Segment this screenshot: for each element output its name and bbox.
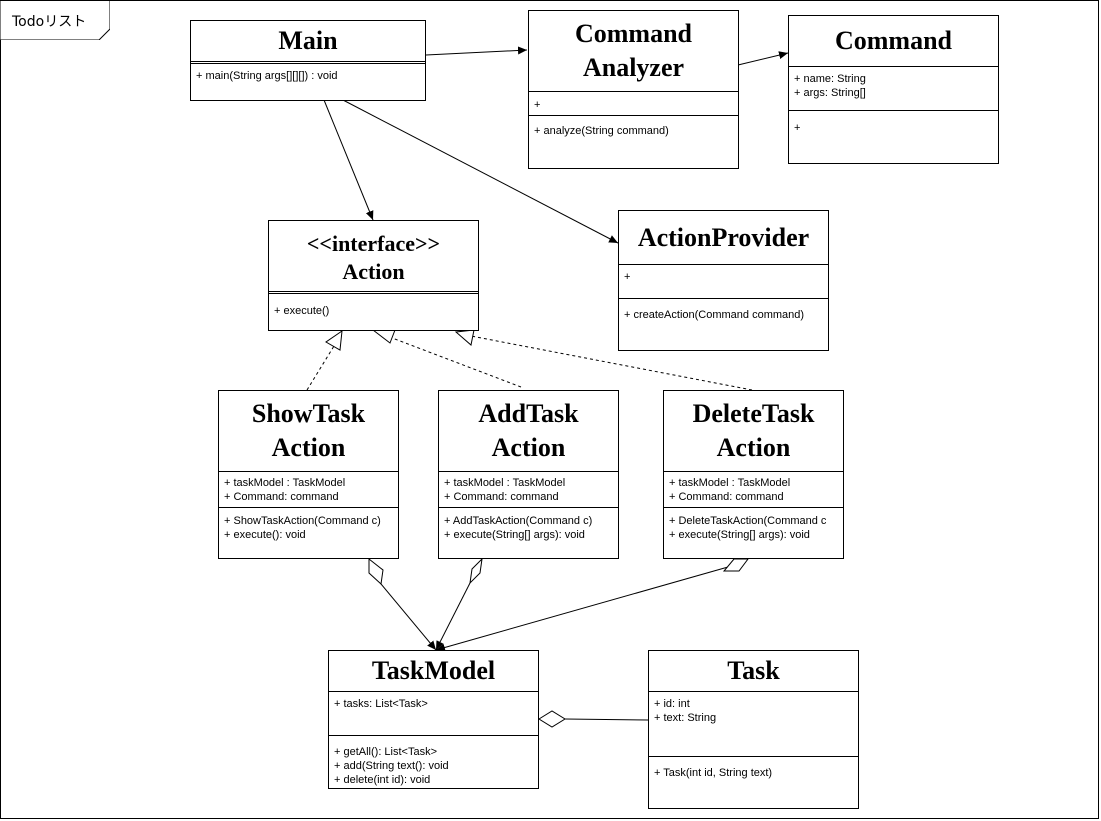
attribute: + text: String (654, 712, 717, 724)
class-name: Main (278, 26, 338, 55)
class-name: Command (834, 26, 952, 55)
frame-tab (0, 0, 110, 40)
method: + delete(int id): void (334, 774, 431, 786)
frame-title: Todoリスト (12, 14, 87, 30)
attributes-section: + id: int + text: String (649, 691, 858, 756)
attributes-section: + taskModel : TaskModel + Command: comma… (219, 471, 398, 507)
class-name-line-1: Command (574, 19, 692, 48)
methods-section: + createAction(Command command) (619, 298, 828, 350)
class-name: <<interface>> Action (269, 221, 478, 291)
method: + ShowTaskAction(Command c) (224, 515, 381, 527)
method: + main(String args[][][]) : void (196, 70, 338, 82)
class-name-line-2: Analyzer (582, 53, 685, 82)
class-name-line-2: Action (271, 433, 346, 462)
class-name: AddTask Action (439, 391, 618, 471)
attribute: + Command: command (669, 491, 784, 503)
class-name: DeleteTask Action (664, 391, 843, 471)
attributes-section: + name: String + args: String[] (789, 66, 998, 110)
class-command-analyzer[interactable]: Command Analyzer + + analyze(String comm… (528, 10, 739, 169)
add-task-aggregation-line (435, 582, 471, 651)
methods-section: + (789, 110, 998, 163)
attributes-section: + (619, 264, 828, 298)
method: + execute(String[] args): void (444, 529, 585, 541)
methods-section: + analyze(String command) (529, 115, 738, 168)
attribute: + tasks: List<Task> (334, 698, 428, 710)
attributes-section: + (529, 91, 738, 115)
attribute: + Command: command (224, 491, 339, 503)
class-name: TaskModel (371, 656, 496, 685)
attribute: + id: int (654, 698, 690, 710)
stereotype: <<interface>> (306, 231, 441, 256)
attributes-section: + taskModel : TaskModel + Command: comma… (439, 471, 618, 507)
attribute: + taskModel : TaskModel (224, 477, 346, 489)
attribute: + taskModel : TaskModel (444, 477, 566, 489)
delete-task-aggregation-line (435, 566, 729, 652)
class-name-line-2: Action (716, 433, 791, 462)
class-name-line-1: AddTask (478, 399, 579, 428)
command-analyzer-to-command-arrow (737, 51, 789, 66)
class-name: Task (727, 656, 780, 685)
methods-section: + AddTaskAction(Command c) + execute(Str… (439, 507, 618, 558)
attribute: + name: String (794, 73, 866, 85)
class-task[interactable]: Task + id: int + text: String + Task(int… (648, 650, 859, 809)
attribute: + (534, 99, 541, 111)
attributes-section: + taskModel : TaskModel + Command: comma… (664, 471, 843, 507)
class-action-provider[interactable]: ActionProvider + + createAction(Command … (618, 210, 829, 351)
methods-section: + execute() (269, 291, 478, 330)
class-name-line-1: DeleteTask (692, 399, 815, 428)
class-delete-task-action[interactable]: DeleteTask Action + taskModel : TaskMode… (663, 390, 844, 559)
main-to-action-arrow (323, 99, 374, 221)
show-task-aggregation-diamond (368, 557, 384, 586)
add-task-realization-line (386, 335, 522, 388)
class-command[interactable]: Command + name: String + args: String[] … (788, 15, 999, 164)
method: + add(String text(): void (334, 760, 449, 772)
add-task-realization-head (371, 329, 396, 344)
attributes-section: + tasks: List<Task> (329, 691, 538, 735)
method: + (794, 122, 801, 134)
attribute: + taskModel : TaskModel (669, 477, 791, 489)
method: + execute(): void (224, 529, 306, 541)
methods-section: + main(String args[][][]) : void (191, 61, 425, 100)
class-name-line-2: Action (491, 433, 566, 462)
main-to-command-analyzer-arrow (425, 46, 528, 56)
class-name: ActionProvider (637, 222, 810, 252)
attribute: + args: String[] (794, 87, 866, 99)
add-task-aggregation-diamond (469, 557, 483, 585)
methods-section: + ShowTaskAction(Command c) + execute():… (219, 507, 398, 558)
method: + AddTaskAction(Command c) (444, 515, 593, 527)
task-aggregation-line (564, 718, 649, 721)
interface-name: Action (342, 259, 405, 284)
attribute: + Command: command (444, 491, 559, 503)
method: + Task(int id, String text) (654, 767, 773, 779)
show-task-realization-head (325, 329, 343, 351)
method: + getAll(): List<Task> (334, 746, 438, 758)
class-add-task-action[interactable]: AddTask Action + taskModel : TaskModel +… (438, 390, 619, 559)
class-main[interactable]: Main + main(String args[][][]) : void (190, 20, 426, 101)
interface-action[interactable]: <<interface>> Action + execute() (268, 220, 479, 331)
delete-task-realization-head (454, 329, 475, 346)
methods-section: + DeleteTaskAction(Command c + execute(S… (664, 507, 843, 558)
methods-section: + getAll(): List<Task> + add(String text… (329, 735, 538, 788)
method: + analyze(String command) (534, 125, 669, 137)
class-name-line-1: ShowTask (251, 399, 366, 428)
task-aggregation-diamond (538, 710, 566, 728)
class-show-task-action[interactable]: ShowTask Action + taskModel : TaskModel … (218, 390, 399, 559)
show-task-realization-line (306, 345, 335, 391)
main-to-action-provider-arrow (342, 99, 619, 244)
attribute: + (624, 271, 631, 283)
method: + execute() (274, 305, 330, 317)
class-name: Command Analyzer (529, 11, 738, 91)
class-task-model[interactable]: TaskModel + tasks: List<Task> + getAll()… (328, 650, 539, 789)
delete-task-aggregation-diamond (722, 558, 749, 572)
show-task-aggregation-line (380, 583, 437, 651)
class-name: ShowTask Action (219, 391, 398, 471)
method: + createAction(Command command) (624, 309, 805, 321)
method: + execute(String[] args): void (669, 529, 810, 541)
methods-section: + Task(int id, String text) (649, 756, 858, 808)
method: + DeleteTaskAction(Command c (669, 515, 827, 527)
